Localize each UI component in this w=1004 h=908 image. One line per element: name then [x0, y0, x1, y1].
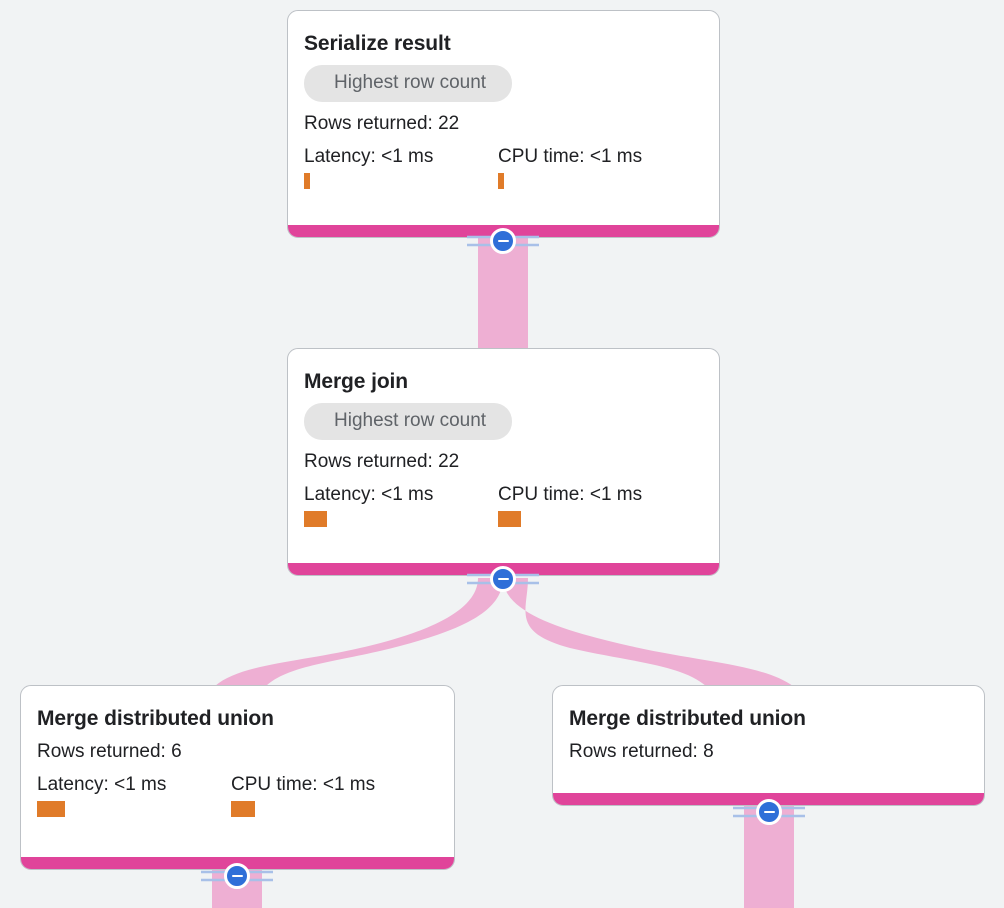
metric-latency-bar: [37, 801, 65, 817]
metric-cpu-time-bar: [498, 173, 504, 189]
metric-latency: Latency: <1 ms: [304, 146, 498, 189]
metrics-row: Latency: <1 ms CPU time: <1 ms: [37, 774, 438, 817]
metric-cpu-time: CPU time: <1 ms: [498, 484, 642, 527]
collapse-toggle-serialize-result[interactable]: [466, 226, 540, 256]
badge-connector-lines: [467, 573, 539, 585]
minus-circle-icon[interactable]: [490, 566, 516, 592]
metric-latency-bar: [304, 511, 327, 527]
metric-cpu-time-bar: [498, 511, 521, 527]
metric-latency-bar: [304, 173, 310, 189]
card-body: Merge distributed union Rows returned: 6…: [21, 686, 454, 857]
metrics-row: Latency: <1 ms CPU time: <1 ms: [304, 146, 703, 189]
flow-ribbon-merge-join-to-left-union: [215, 578, 503, 686]
page-title: Merge distributed union: [37, 707, 274, 730]
badge-connector-lines: [467, 235, 539, 247]
flow-ribbon-merge-join-to-right-union: [503, 578, 793, 686]
rows-returned-label: Rows returned: 22: [304, 451, 460, 472]
badge-connector-lines: [733, 806, 805, 818]
node-card-merge-distributed-union-left[interactable]: Merge distributed union Rows returned: 6…: [20, 685, 455, 870]
minus-circle-icon[interactable]: [224, 863, 250, 889]
badge-connector-lines: [201, 870, 273, 882]
rows-returned-label: Rows returned: 8: [569, 741, 714, 762]
metric-latency-label: Latency: <1 ms: [37, 774, 167, 795]
collapse-toggle-merge-join[interactable]: [466, 564, 540, 594]
collapse-toggle-merge-distributed-union-right[interactable]: [732, 797, 806, 827]
node-card-merge-distributed-union-right[interactable]: Merge distributed union Rows returned: 8: [552, 685, 985, 806]
status-badge: Highest row count: [304, 65, 513, 102]
minus-circle-icon[interactable]: [756, 799, 782, 825]
metric-cpu-time-label: CPU time: <1 ms: [231, 774, 376, 795]
metrics-row: Latency: <1 ms CPU time: <1 ms: [304, 484, 703, 527]
metric-cpu-time-bar: [231, 801, 255, 817]
card-body: Serialize result Highest row count Rows …: [288, 11, 719, 225]
collapse-toggle-merge-distributed-union-left[interactable]: [200, 861, 274, 891]
page-title: Merge distributed union: [569, 707, 806, 730]
metric-latency: Latency: <1 ms: [37, 774, 231, 817]
metric-latency-label: Latency: <1 ms: [304, 146, 434, 167]
page-title: Serialize result: [304, 32, 451, 55]
minus-circle-icon[interactable]: [490, 228, 516, 254]
metric-cpu-time-label: CPU time: <1 ms: [498, 146, 643, 167]
metric-cpu-time: CPU time: <1 ms: [498, 146, 642, 189]
card-body: Merge distributed union Rows returned: 8: [553, 686, 984, 793]
status-badge: Highest row count: [304, 403, 513, 440]
card-body: Merge join Highest row count Rows return…: [288, 349, 719, 563]
node-card-merge-join[interactable]: Merge join Highest row count Rows return…: [287, 348, 720, 576]
rows-returned-label: Rows returned: 6: [37, 741, 182, 762]
metric-latency-label: Latency: <1 ms: [304, 484, 434, 505]
page-title: Merge join: [304, 370, 409, 393]
node-card-serialize-result[interactable]: Serialize result Highest row count Rows …: [287, 10, 720, 238]
metric-latency: Latency: <1 ms: [304, 484, 498, 527]
rows-returned-label: Rows returned: 22: [304, 113, 460, 134]
metric-cpu-time-label: CPU time: <1 ms: [498, 484, 643, 505]
metric-cpu-time: CPU time: <1 ms: [231, 774, 375, 817]
